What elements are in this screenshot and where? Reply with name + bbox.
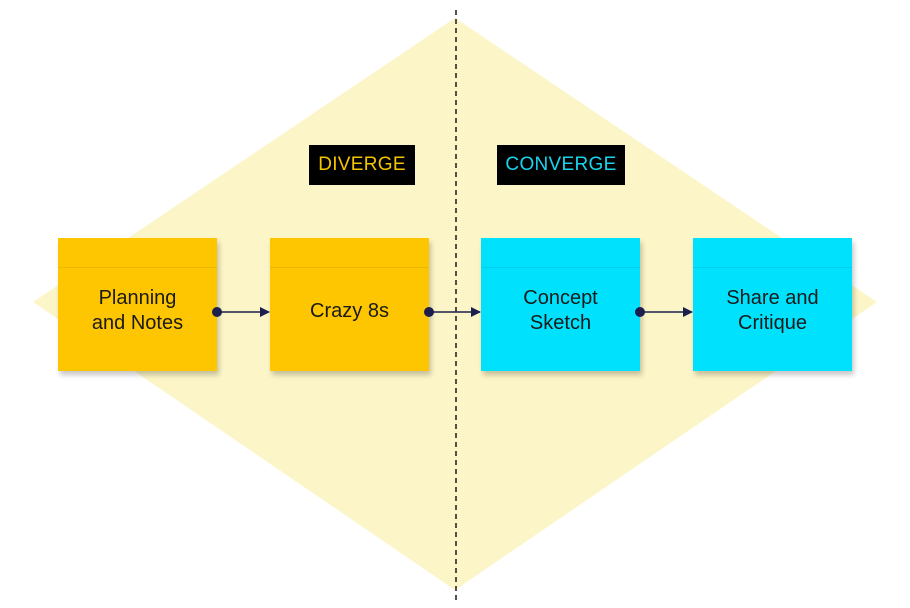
sticky-note-concept-sketch[interactable]: Concept Sketch bbox=[481, 238, 640, 371]
sticky-note-header bbox=[270, 238, 429, 268]
sticky-note-header bbox=[58, 238, 217, 268]
sticky-note-label: Crazy 8s bbox=[310, 299, 389, 322]
diverge-tag: DIVERGE bbox=[309, 145, 415, 185]
sticky-note-planning[interactable]: Planning and Notes bbox=[58, 238, 217, 371]
converge-tag: CONVERGE bbox=[497, 145, 625, 185]
sticky-note-header bbox=[481, 238, 640, 268]
sticky-note-label: Share and Critique bbox=[726, 287, 819, 334]
sticky-note-label: Concept Sketch bbox=[523, 287, 598, 334]
sticky-note-label: Planning and Notes bbox=[91, 287, 184, 334]
sticky-note-crazy-8s[interactable]: Crazy 8s bbox=[270, 238, 429, 371]
sticky-note-share-critique[interactable]: Share and Critique bbox=[693, 238, 852, 371]
sticky-note-header bbox=[693, 238, 852, 268]
double-diamond-shape bbox=[33, 18, 877, 590]
